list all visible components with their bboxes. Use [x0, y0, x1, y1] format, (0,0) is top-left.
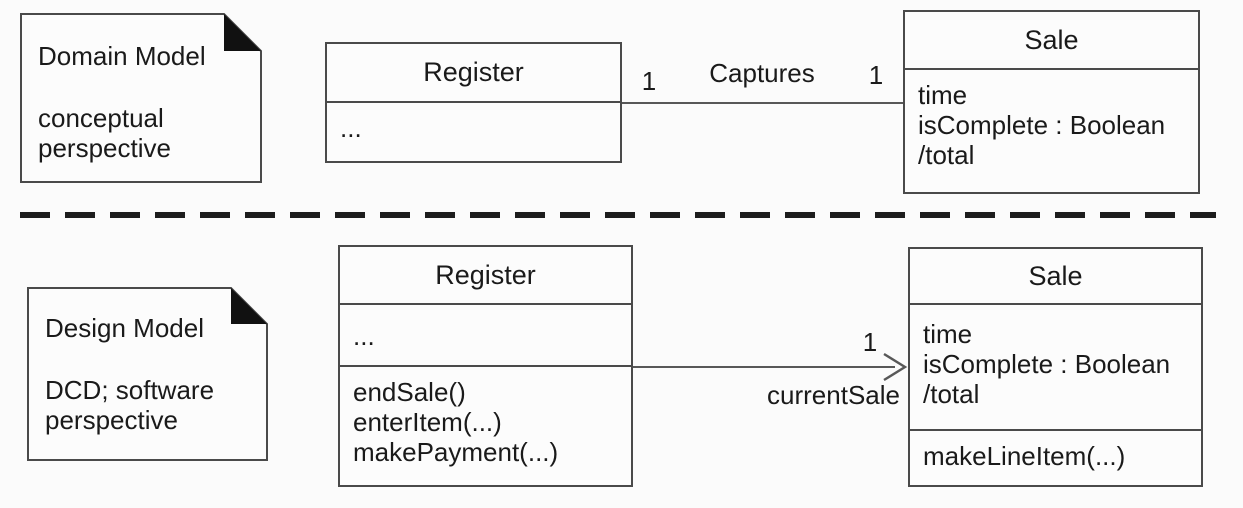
operation-compartment: endSale() enterItem(...) makePayment(...… [340, 365, 631, 485]
attribute: ... [340, 113, 362, 143]
operation: makePayment(...) [353, 437, 559, 467]
attribute-compartment: time isComplete : Boolean /total [910, 305, 1201, 429]
attribute: time [918, 80, 968, 110]
attribute-compartment: time isComplete : Boolean /total [905, 70, 1198, 192]
note-body-line: perspective [38, 133, 171, 163]
class-sale-conceptual: Sale time isComplete : Boolean /total [903, 10, 1200, 194]
attribute: /total [923, 379, 980, 409]
class-title: Sale [905, 12, 1198, 70]
attribute: isComplete : Boolean [923, 349, 1171, 379]
attribute: isComplete : Boolean [918, 110, 1166, 140]
class-title: Sale [910, 249, 1201, 305]
note-shape [27, 287, 268, 461]
multiplicity-target: 1 [862, 327, 878, 357]
attribute: /total [918, 140, 975, 170]
attribute: ... [353, 321, 375, 351]
note-shape [20, 13, 262, 183]
operation: makeLineItem(...) [923, 441, 1126, 471]
open-arrowhead-icon [883, 352, 908, 382]
class-register-conceptual: Register ... [325, 42, 622, 163]
note-body-line: conceptual [38, 103, 164, 133]
class-register-design: Register ... endSale() enterItem(...) ma… [338, 245, 633, 487]
multiplicity-source: 1 [641, 66, 657, 96]
association-captures-line [622, 102, 903, 104]
attribute: time [923, 319, 973, 349]
association-name: Captures [709, 58, 815, 88]
note-body-line: perspective [45, 405, 178, 435]
operation-compartment: makeLineItem(...) [910, 429, 1201, 485]
operation: enterItem(...) [353, 407, 502, 437]
note-design-model: Design Model DCD; software perspective [27, 287, 268, 461]
multiplicity-target: 1 [868, 60, 884, 90]
association-currentsale-line [633, 366, 895, 368]
class-sale-design: Sale time isComplete : Boolean /total ma… [908, 247, 1203, 487]
model-separator-dashed-line [20, 212, 1216, 218]
operation: endSale() [353, 377, 466, 407]
class-title: Register [327, 44, 620, 103]
note-fold-icon [231, 288, 267, 324]
note-title: Domain Model [38, 41, 206, 71]
rolename-label: currentSale [767, 380, 900, 410]
note-domain-model: Domain Model conceptual perspective [20, 13, 262, 183]
attribute-compartment: ... [340, 305, 631, 365]
note-fold-icon [224, 14, 261, 51]
note-title: Design Model [45, 313, 204, 343]
attribute-compartment: ... [327, 103, 620, 161]
note-body-line: DCD; software [45, 375, 215, 405]
class-title: Register [340, 247, 631, 305]
